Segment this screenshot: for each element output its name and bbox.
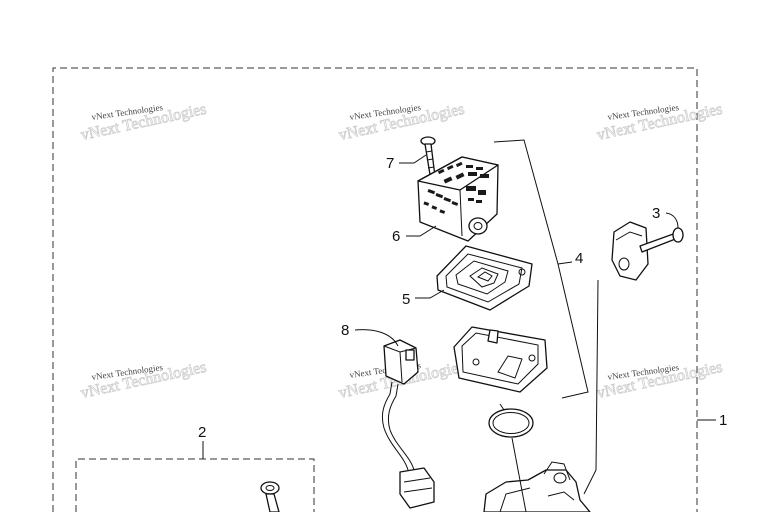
callout-1: 1	[719, 412, 727, 429]
assembly-2-boundary	[75, 458, 315, 512]
part-8-brake-switch	[381, 339, 435, 509]
part-2-screw	[260, 481, 280, 512]
callout-3: 3	[652, 205, 660, 222]
part-master-cylinder-body	[483, 461, 591, 512]
watermark-mid-left: vNext Technologies vNext Technologies	[79, 358, 208, 402]
watermark-top-right: vNext Technologies vNext Technologies	[595, 100, 724, 144]
callout-8: 8	[341, 322, 349, 339]
watermark-top-left: vNext Technologies vNext Technologies	[79, 100, 208, 144]
callout-5: 5	[402, 291, 410, 308]
part-5-diaphragm	[436, 245, 533, 311]
part-o-ring	[488, 408, 534, 438]
callout-6: 6	[392, 228, 400, 245]
watermark-top-center: vNext Technologies vNext Technologies	[337, 100, 466, 144]
watermark-mid-right: vNext Technologies vNext Technologies	[595, 358, 724, 402]
leader-lines	[202, 139, 716, 512]
part-4-reservoir-body	[453, 326, 548, 393]
assembly-1-boundary	[52, 67, 698, 512]
callout-4: 4	[575, 250, 583, 267]
callout-2: 2	[198, 424, 206, 441]
part-6-reservoir-cover	[417, 156, 499, 242]
callout-7: 7	[386, 155, 394, 172]
part-3-clamp	[611, 221, 684, 281]
